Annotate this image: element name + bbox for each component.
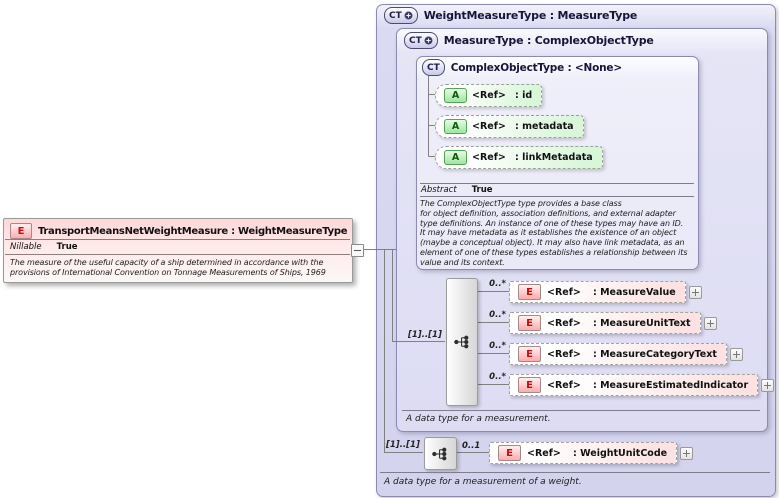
sequence-compositor — [446, 278, 478, 406]
footer-separator — [402, 410, 760, 411]
ct-badge-label: CT — [427, 62, 440, 73]
header-separator — [5, 239, 350, 240]
sequence-icon — [432, 447, 447, 460]
type-title: WeightMeasureType : MeasureType — [423, 9, 638, 22]
element-badge: E — [518, 377, 541, 393]
complex-object-type-header: CT ComplexObjectType : <None> — [422, 59, 622, 76]
element-ref: <Ref> — [547, 317, 581, 329]
type-title: MeasureType : ComplexObjectType — [443, 34, 654, 47]
facts-separator — [420, 183, 694, 184]
element-row[interactable]: E <Ref> : WeightUnitCode — [489, 442, 694, 464]
type-title: ComplexObjectType : <None> — [450, 61, 622, 74]
circle-plus-icon — [424, 36, 433, 45]
weight-measure-type-header: CT WeightMeasureType : MeasureType — [384, 7, 637, 24]
element-name: : MeasureUnitText — [593, 317, 691, 329]
element-row[interactable]: E <Ref> : MeasureUnitText — [509, 312, 717, 334]
abstract-fact-row: Abstract True — [421, 185, 493, 195]
complex-type-badge[interactable]: CT — [422, 59, 445, 76]
expand-plus-icon[interactable] — [729, 347, 743, 361]
attribute-name: : linkMetadata — [515, 152, 593, 163]
element-ref: <Ref> — [547, 348, 581, 360]
measure-type-footer: A data type for a measurement. — [406, 414, 551, 424]
attribute-row[interactable]: A <Ref> : metadata — [435, 115, 584, 138]
abstract-value: True — [471, 185, 493, 195]
nillable-fact-row: Nillable True — [10, 242, 78, 252]
element-badge: E — [10, 223, 32, 239]
expand-plus-icon[interactable] — [688, 285, 702, 299]
attribute-badge: A — [444, 150, 467, 165]
expand-plus-icon[interactable] — [703, 316, 717, 330]
element-name: : MeasureCategoryText — [593, 348, 717, 360]
expand-plus-icon[interactable] — [680, 446, 694, 460]
element-row[interactable]: E <Ref> : MeasureEstimatedIndicator — [509, 374, 775, 396]
facts-separator — [420, 196, 694, 197]
expand-plus-icon[interactable] — [761, 378, 775, 392]
abstract-label: Abstract — [421, 185, 457, 195]
weight-measure-type-footer: A data type for a measurement of a weigh… — [384, 477, 582, 487]
attribute-name: : id — [515, 90, 533, 101]
element-row[interactable]: E <Ref> : MeasureCategoryText — [509, 343, 743, 365]
ct-badge-label: CT — [409, 35, 422, 46]
facts-separator — [5, 254, 350, 255]
element-occurs-label: 0..* — [489, 372, 506, 382]
measure-type-header: CT MeasureType : ComplexObjectType — [404, 32, 654, 49]
element-declaration-box[interactable]: E TransportMeansNetWeightMeasure : Weigh… — [3, 218, 353, 283]
element-header: E TransportMeansNetWeightMeasure : Weigh… — [10, 223, 347, 239]
element-ref: <Ref> — [547, 286, 581, 298]
element-badge: E — [498, 445, 521, 461]
element-name: : MeasureValue — [593, 286, 676, 298]
element-occurs-label: 0..* — [489, 279, 506, 289]
attribute-row[interactable]: A <Ref> : id — [435, 84, 543, 107]
element-badge: E — [518, 315, 541, 331]
attribute-row[interactable]: A <Ref> : linkMetadata — [435, 146, 603, 169]
element-occurs-label: 0..* — [489, 341, 506, 351]
sequence-compositor — [424, 437, 457, 470]
element-ref: <Ref> — [527, 447, 561, 459]
element-occurs-label: 0..1 — [462, 441, 481, 451]
element-badge: E — [518, 346, 541, 362]
attribute-badge: A — [444, 119, 467, 134]
element-occurs-label: 0..* — [489, 310, 506, 320]
sequence-icon — [453, 335, 468, 349]
element-description: The measure of the useful capacity of a … — [10, 258, 326, 277]
ct-badge-label: CT — [389, 10, 402, 21]
element-name: : MeasureEstimatedIndicator — [593, 379, 749, 391]
sequence-occurs-label: [1]..[1] — [386, 440, 420, 450]
nillable-value: True — [56, 242, 78, 252]
element-title: TransportMeansNetWeightMeasure : WeightM… — [38, 225, 348, 237]
attribute-ref: <Ref> — [472, 90, 506, 101]
attribute-badge: A — [444, 88, 467, 103]
element-ref: <Ref> — [547, 379, 581, 391]
attribute-ref: <Ref> — [472, 121, 506, 132]
attribute-name: : metadata — [515, 121, 574, 132]
complex-type-expand-badge[interactable]: CT — [384, 7, 418, 24]
sequence-occurs-label: [1]..[1] — [408, 330, 442, 340]
footer-separator — [380, 472, 770, 473]
element-name: : WeightUnitCode — [573, 447, 668, 459]
attribute-ref: <Ref> — [472, 152, 506, 163]
complex-object-type-description: The ComplexObjectType type provides a ba… — [420, 199, 688, 267]
circle-plus-icon — [404, 11, 413, 20]
complex-type-expand-badge[interactable]: CT — [404, 32, 438, 49]
element-row[interactable]: E <Ref> : MeasureValue — [509, 281, 702, 303]
element-badge: E — [518, 284, 541, 300]
collapse-minus-icon[interactable] — [351, 244, 364, 257]
nillable-label: Nillable — [10, 242, 42, 252]
